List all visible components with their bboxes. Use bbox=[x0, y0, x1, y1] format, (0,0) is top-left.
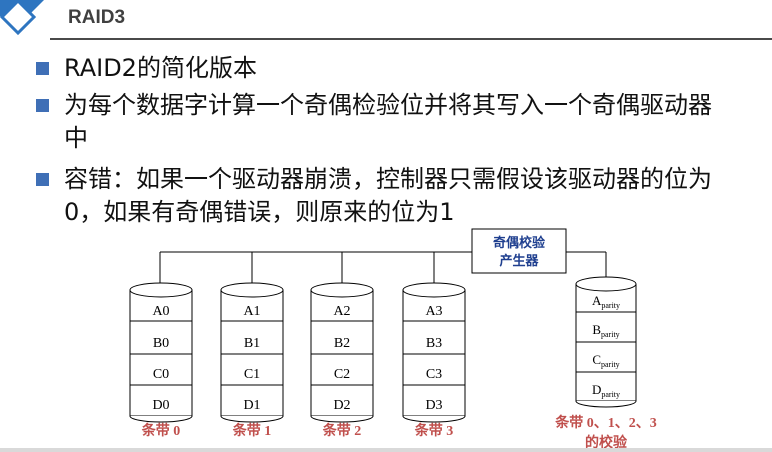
disk-stripe-1: A1 B1 C1 D1 条带 1 bbox=[220, 282, 284, 439]
slide-title: RAID3 bbox=[68, 7, 126, 28]
disk-block-label: B3 bbox=[426, 336, 442, 351]
parity-block-label: Dparity bbox=[592, 382, 620, 399]
disk-block-label: B1 bbox=[244, 336, 260, 351]
parity-block-label: Cparity bbox=[592, 352, 619, 369]
disk-block-label: D2 bbox=[333, 398, 350, 413]
diamond-logo-icon bbox=[0, 0, 44, 36]
parity-caption: 的校验 bbox=[585, 434, 628, 451]
bullet-square-icon bbox=[36, 62, 49, 75]
bullet-item: RAID2的简化版本 bbox=[36, 52, 726, 85]
bullet-text: 容错：如果一个驱动器崩溃，控制器只需假设该驱动器的位为0，如果有奇偶错误，则原来… bbox=[64, 165, 712, 226]
parity-generator-box: 奇偶校验 产生器 bbox=[471, 228, 567, 274]
disk-block-label: D3 bbox=[425, 398, 442, 413]
stripe-caption: 条带 3 bbox=[414, 422, 454, 439]
bullet-square-icon bbox=[36, 173, 49, 186]
parity-generator-label: 产生器 bbox=[499, 253, 539, 268]
disk-block-label: C1 bbox=[244, 367, 260, 382]
disk-block-label: C3 bbox=[426, 367, 442, 382]
raid3-diagram: 奇偶校验 产生器 A0 B0 C0 D0 条带 0 A1 B1 C1 D1 条带… bbox=[129, 228, 657, 451]
disk-block-label: A3 bbox=[425, 304, 442, 319]
parity-block-label: Bparity bbox=[592, 322, 619, 339]
disk-block-label: B2 bbox=[334, 336, 350, 351]
bullet-item: 容错：如果一个驱动器崩溃，控制器只需假设该驱动器的位为0，如果有奇偶错误，则原来… bbox=[36, 163, 726, 229]
disk-block-label: A2 bbox=[333, 304, 350, 319]
header-divider bbox=[50, 38, 772, 40]
bullet-square-icon bbox=[36, 99, 49, 112]
parity-block-label: Aparity bbox=[592, 293, 620, 310]
stripe-caption: 条带 2 bbox=[322, 422, 362, 439]
disk-stripe-3: A3 B3 C3 D3 条带 3 bbox=[402, 282, 466, 439]
stripe-caption: 条带 0 bbox=[141, 422, 181, 439]
stripe-caption: 条带 1 bbox=[232, 422, 272, 439]
disk-block-label: A0 bbox=[152, 304, 169, 319]
disk-block-label: B0 bbox=[153, 336, 169, 351]
disk-stripe-0: A0 B0 C0 D0 条带 0 bbox=[129, 282, 193, 439]
disk-block-label: C0 bbox=[153, 367, 169, 382]
disk-block-label: D1 bbox=[243, 398, 260, 413]
bullet-item: 为每个数据字计算一个奇偶检验位并将其写入一个奇偶驱动器中 bbox=[36, 89, 726, 155]
disk-stripe-2: A2 B2 C2 D2 条带 2 bbox=[310, 282, 374, 439]
disk-block-label: A1 bbox=[243, 304, 260, 319]
footer-divider bbox=[0, 448, 772, 452]
parity-disk: Aparity Bparity Cparity Dparity bbox=[575, 276, 637, 408]
disk-block-label: C2 bbox=[334, 367, 350, 382]
bullet-text: RAID2的简化版本 bbox=[64, 54, 257, 82]
slide-header: RAID3 bbox=[0, 0, 772, 40]
parity-caption: 条带 0、1、2、3 bbox=[554, 414, 657, 431]
disk-block-label: D0 bbox=[152, 398, 169, 413]
parity-generator-label: 奇偶校验 bbox=[493, 235, 546, 250]
bullet-text: 为每个数据字计算一个奇偶检验位并将其写入一个奇偶驱动器中 bbox=[64, 91, 712, 152]
